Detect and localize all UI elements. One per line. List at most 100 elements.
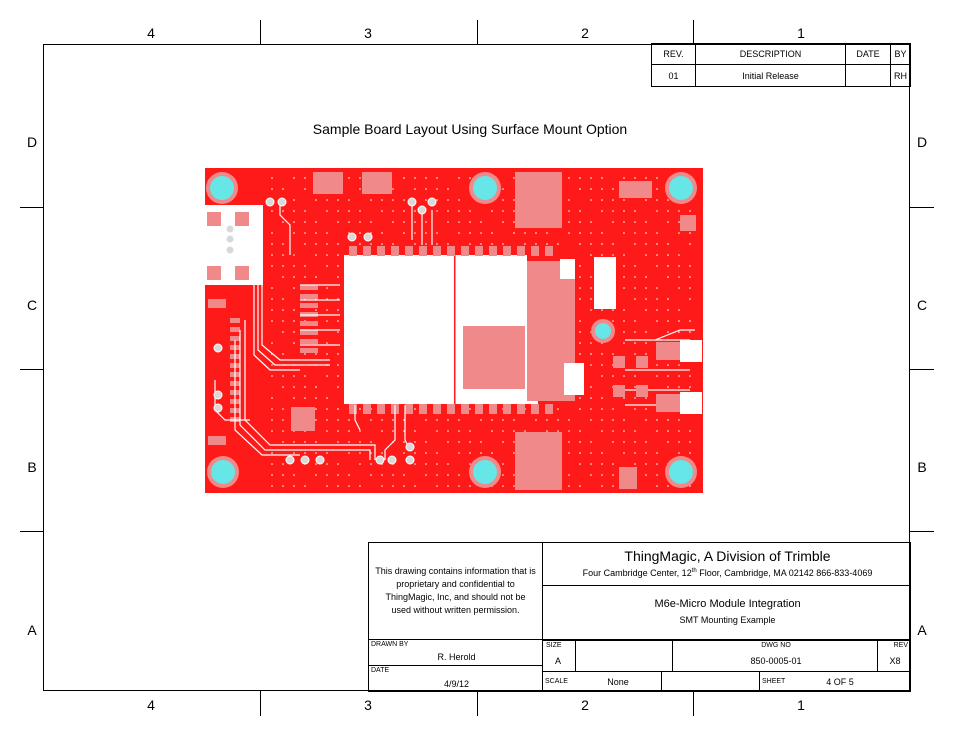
via-dot [425,419,427,421]
via-dot [359,188,361,190]
left-label-pad [208,299,226,308]
address-post: Floor, Cambridge, MA 02142 866-833-4069 [696,568,873,578]
via-dot [634,441,636,443]
via-dot [282,298,284,300]
mounting-hole [210,176,234,200]
via-dot [480,243,482,245]
via-dot [513,232,515,234]
via-dot [447,419,449,421]
resistor-pad [230,327,240,332]
drawing-title: Sample Board Layout Using Surface Mount … [312,121,628,137]
via-dot [348,199,350,201]
via-dot [293,221,295,223]
via-dot [667,298,669,300]
via-dot [436,463,438,465]
rf-pad [613,385,625,397]
address-sup: th [691,568,697,574]
via-dot [656,243,658,245]
via-dot [326,287,328,289]
via-dot [392,485,394,487]
via-pad [387,455,397,465]
via-dot [645,419,647,421]
scale-value: None [607,677,629,687]
via-dot [271,320,273,322]
mounting-holes [206,172,697,488]
via-dot [590,452,592,454]
via-dot [337,364,339,366]
via-pad [225,234,235,244]
via-dot [403,232,405,234]
via-dot [381,199,383,201]
via-dot [601,452,603,454]
via-dot [304,232,306,234]
via-dot [590,364,592,366]
via-dot [447,210,449,212]
via-dot [667,276,669,278]
via-dot [513,474,515,476]
via-dot [546,232,548,234]
via-dot [381,452,383,454]
via-dot [326,419,328,421]
via-dot [579,276,581,278]
via-dot [403,441,405,443]
via-dot [447,188,449,190]
via-dot [601,430,603,432]
via-dot [381,430,383,432]
via-dot [645,408,647,410]
via-pad [277,197,287,207]
via-dot [513,221,515,223]
via-dot [634,452,636,454]
via-dot [359,485,361,487]
module-bottom-pad [517,404,525,414]
via-dot [436,474,438,476]
via-dot [293,320,295,322]
via-dot [271,188,273,190]
via-dot [293,485,295,487]
via-dot [612,441,614,443]
via-dot [282,474,284,476]
via-dot [469,177,471,179]
via-dot [557,419,559,421]
via-dot [293,386,295,388]
module-top-pad [545,246,553,256]
module-top-pad [531,246,539,256]
via-dot [337,386,339,388]
module-bottom-pad [377,404,385,414]
via-dot [678,210,680,212]
via-dot [414,463,416,465]
via-dot [656,452,658,454]
via-dot [370,199,372,201]
via-dot [337,463,339,465]
resistor-pad [230,336,240,341]
via-dot [293,342,295,344]
via-dot [623,375,625,377]
via-dot [590,342,592,344]
via-dot [315,243,317,245]
via-dot [271,309,273,311]
module-bottom-pad [489,404,497,414]
via-dot [271,210,273,212]
via-dot [513,441,515,443]
via-dot [656,419,658,421]
via-dot [480,452,482,454]
via-dot [634,265,636,267]
via-dot [458,485,460,487]
via-dot [359,243,361,245]
via-dot [590,463,592,465]
via-dot [689,276,691,278]
via-dot [403,485,405,487]
via-dot [568,199,570,201]
zone-tick [693,691,694,716]
via-dot [656,485,658,487]
column-label-2-top: 2 [581,25,589,41]
via-pad [285,455,295,465]
via-dot [634,298,636,300]
via-dot [271,232,273,234]
right-rf-block [594,257,616,309]
via-dot [689,452,691,454]
component-top-b [362,172,392,194]
via-pad [405,455,415,465]
via-dot [601,408,603,410]
mounting-hole [669,460,693,484]
via-dot [689,287,691,289]
